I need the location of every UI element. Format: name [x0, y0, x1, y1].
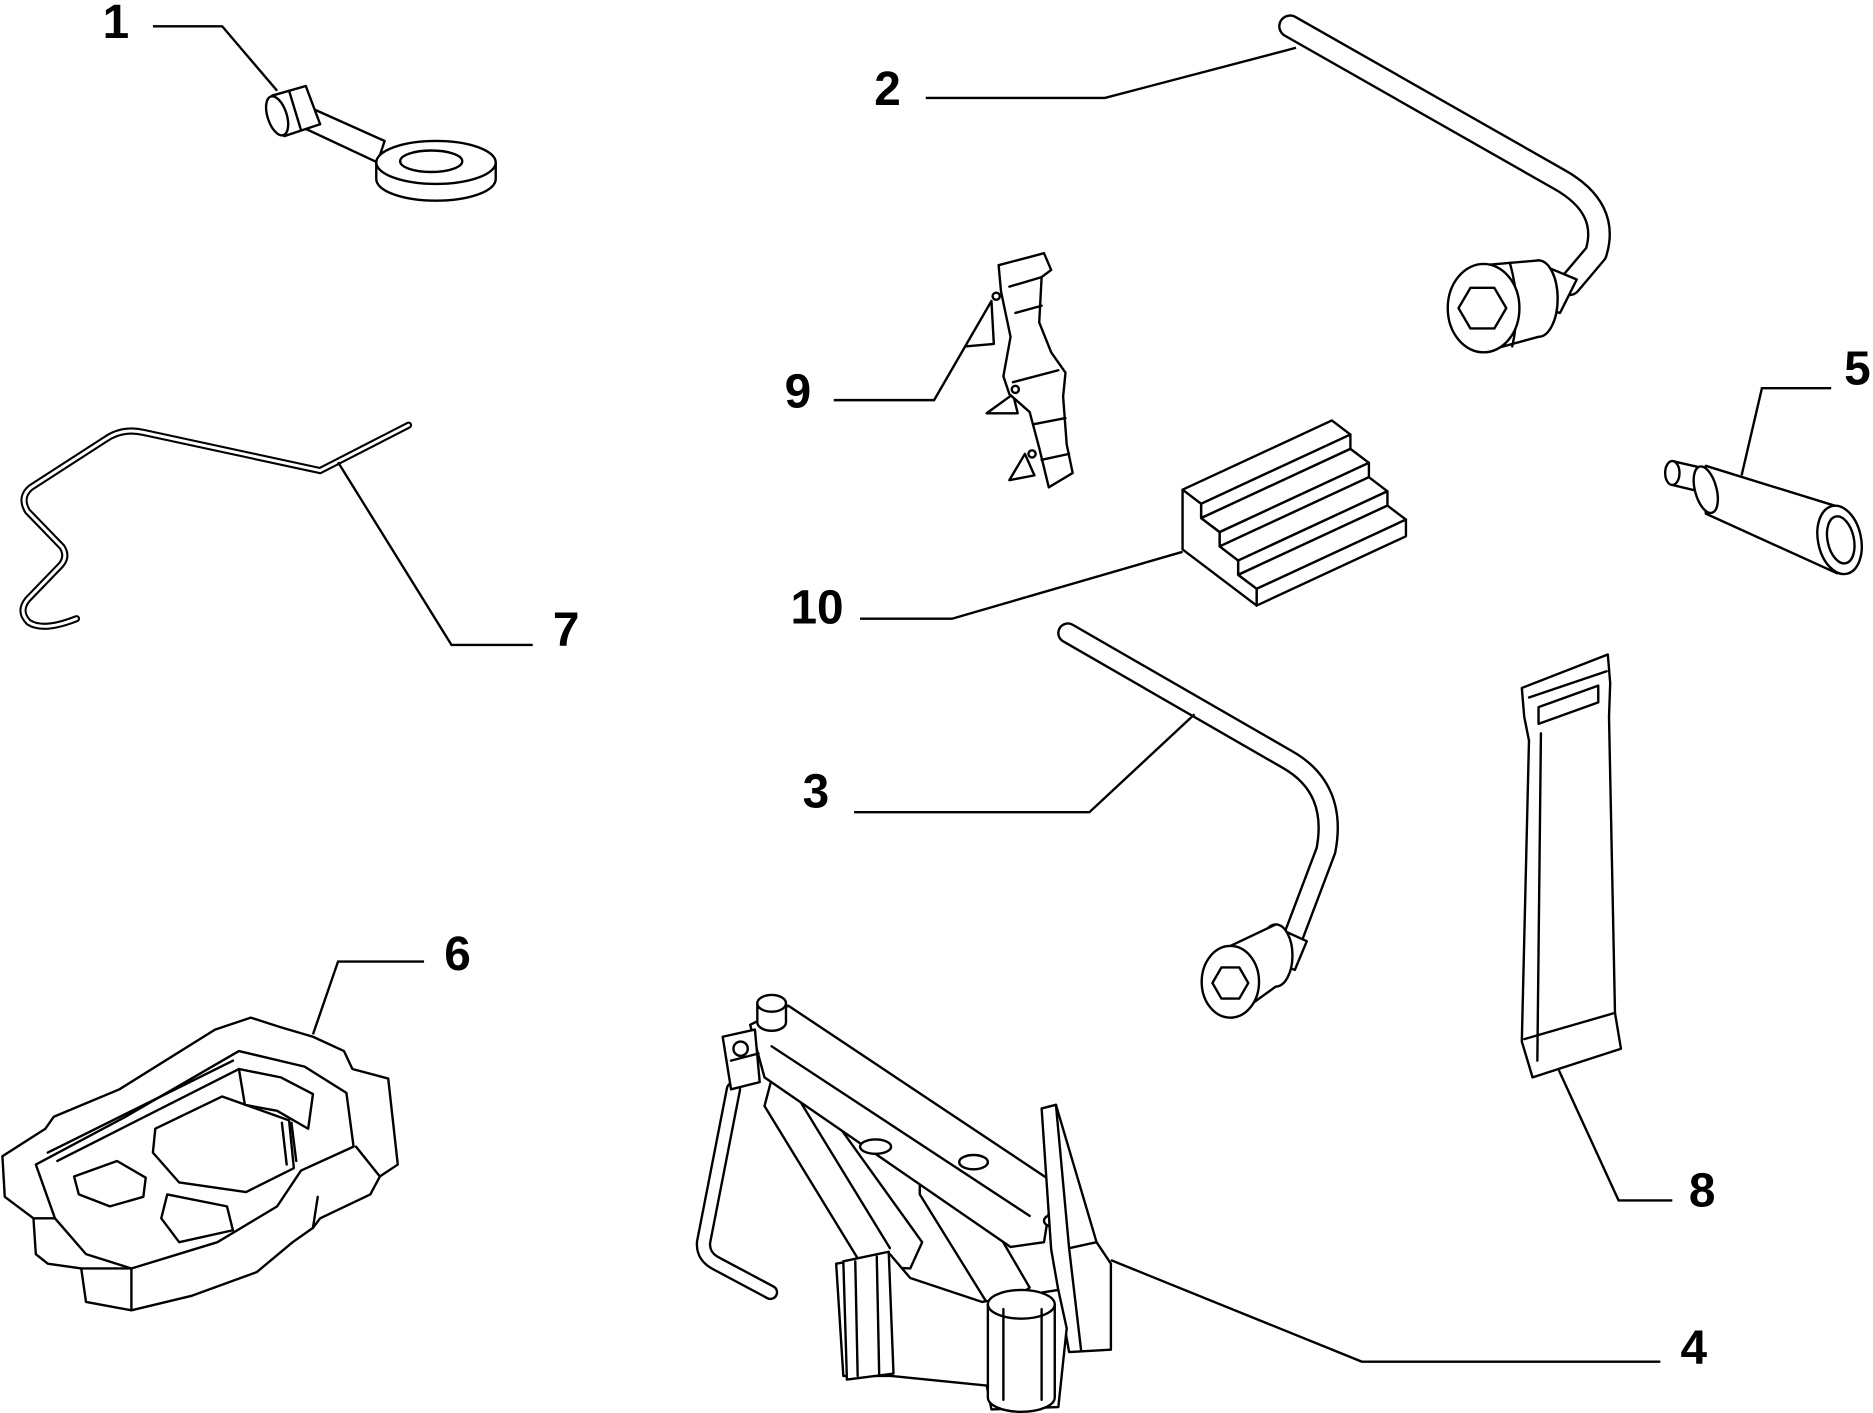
leader-line-9 — [833, 345, 967, 402]
part-5-socket-adapter — [1663, 459, 1863, 576]
leader-line-7 — [337, 461, 533, 647]
callout-5: 5 — [1844, 343, 1871, 396]
part-2-wheel-wrench — [1278, 14, 1611, 354]
callout-10: 10 — [790, 581, 843, 634]
callout-9: 9 — [785, 365, 812, 418]
part-9-clip-bracket — [963, 252, 1074, 489]
leader-line-3 — [854, 713, 1196, 814]
leader-line-4 — [1110, 1259, 1661, 1363]
callout-6: 6 — [444, 928, 471, 981]
leader-line-2 — [925, 46, 1297, 100]
callout-3: 3 — [803, 765, 830, 818]
callout-4: 4 — [1681, 1322, 1708, 1375]
part-1-eye-spanner — [264, 84, 497, 202]
callout-8: 8 — [1689, 1164, 1716, 1217]
leader-line-8 — [1557, 1069, 1673, 1202]
part-8-strap — [1520, 653, 1623, 1079]
callout-7: 7 — [553, 604, 580, 657]
callout-2: 2 — [874, 63, 901, 116]
leader-line-1 — [152, 25, 279, 92]
callout-1: 1 — [103, 0, 130, 49]
part-4-scissor-jack — [695, 993, 1113, 1413]
leader-line-10 — [860, 550, 1183, 620]
part-7-wire-hook — [19, 421, 413, 630]
part-3-socket-bar — [1057, 622, 1339, 1019]
part-6-foam-tray — [1, 1016, 399, 1312]
leader-line-6 — [311, 960, 425, 1035]
part-10-stepped-block — [1181, 419, 1408, 607]
leader-line-5 — [1740, 386, 1832, 476]
